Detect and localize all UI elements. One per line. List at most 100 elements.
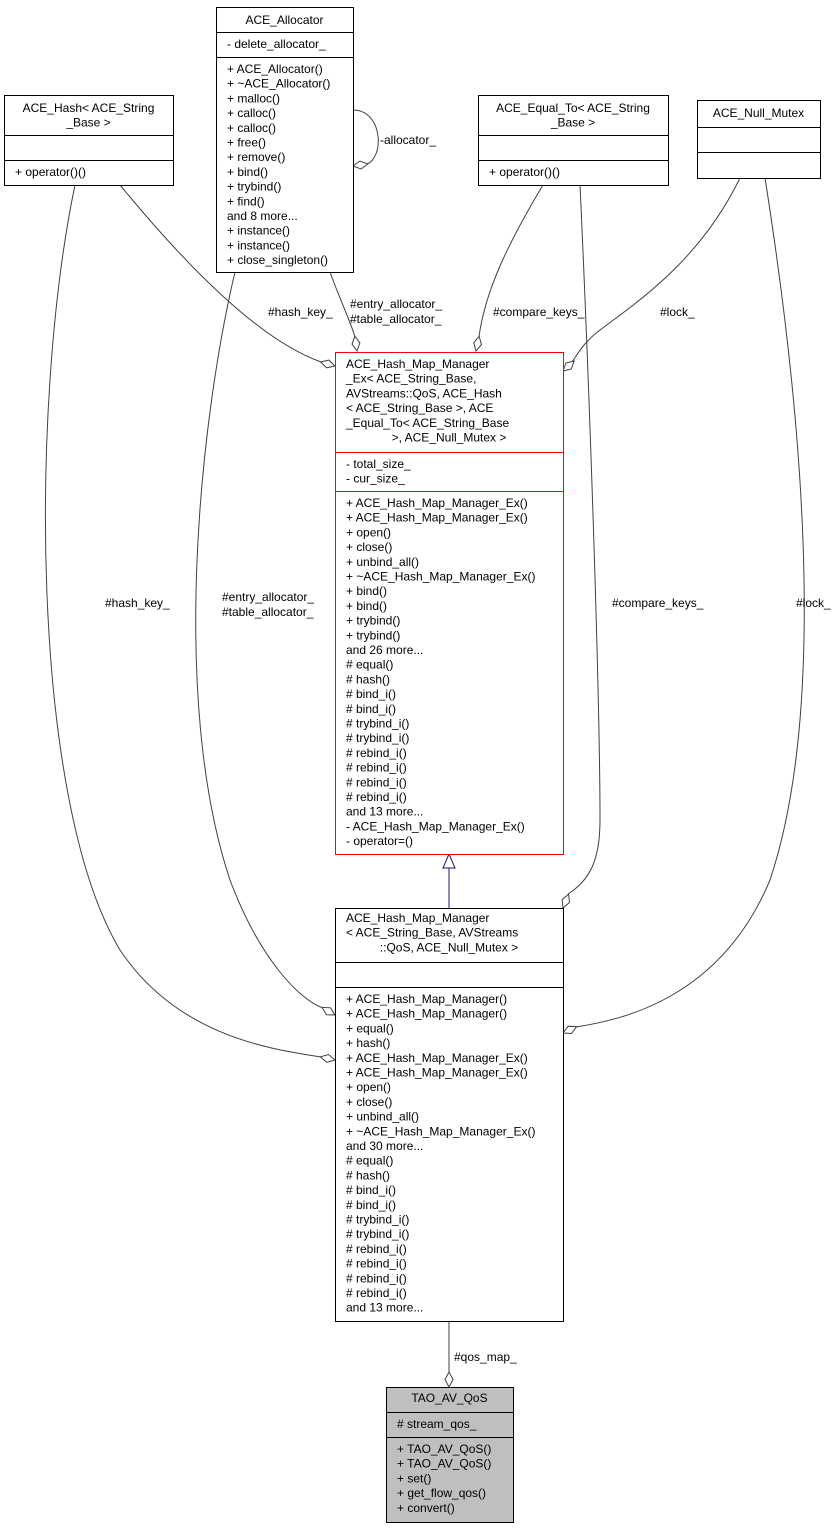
class-method: and 13 more... [346,805,423,819]
edge-mutex-ex [562,177,741,372]
edge-label: #lock_ [796,596,831,610]
class-method: # trybind_i() [346,731,409,745]
class-method: + get_flow_qos() [397,1486,486,1500]
class-attribute: # stream_qos_ [397,1417,477,1431]
class-method: + unbind_all() [346,555,419,569]
class-box-null-mutex[interactable]: ACE_Null_Mutex [697,100,821,179]
usage-line [329,271,356,338]
class-method: + TAO_AV_QoS() [397,1442,491,1456]
usage-line [478,184,544,338]
class-method: + open() [346,525,391,539]
usage-line [567,184,601,895]
class-method: + operator()() [15,165,86,179]
edge-label: #qos_map_ [454,1350,517,1364]
class-method: + ACE_Hash_Map_Manager_Ex() [346,511,528,525]
class-method: + instance() [227,224,290,238]
class-box-frame [335,352,564,855]
class-title: _Base > [550,116,595,130]
class-method: + ACE_Hash_Map_Manager() [346,992,507,1006]
class-method: + close() [346,1095,392,1109]
class-method: # bind_i() [346,1183,396,1197]
class-method: + ACE_Hash_Map_Manager_Ex() [346,1066,528,1080]
class-method: # rebind_i() [346,1242,407,1256]
aggregation-diamond-icon [562,360,575,372]
edge-mutex-mgr [562,177,805,1035]
class-method: + ~ACE_Allocator() [227,77,330,91]
class-method: # rebind_i() [346,775,407,789]
class-box-frame [386,1387,514,1523]
class-method: + trybind() [227,180,281,194]
class-method: + convert() [397,1501,455,1515]
class-method: + close_singleton() [227,253,328,267]
class-method: # trybind_i() [346,1213,409,1227]
class-box-tao-av-qos[interactable]: TAO_AV_QoS # stream_qos_ + TAO_AV_QoS()+ T… [386,1387,514,1523]
class-method: + hash() [346,1036,390,1050]
class-method: # rebind_i() [346,1286,407,1300]
class-title: AVStreams::QoS, ACE_Hash [346,386,502,400]
class-method: + ACE_Allocator() [227,62,323,76]
usage-line [575,177,805,1028]
class-method: + calloc() [227,106,276,120]
class-box-frame [697,100,821,179]
aggregation-diamond-icon [351,335,361,353]
edge-allocator-ex [329,271,361,353]
class-method: + unbind_all() [346,1110,419,1124]
class-method: + open() [346,1080,391,1094]
inheritance-arrow-icon [442,852,456,869]
class-method: + equal() [346,1021,394,1035]
class-title: ACE_Null_Mutex [713,106,804,120]
class-box-manager-ex[interactable]: ACE_Hash_Map_Manager_Ex< ACE_String_Base… [335,352,564,855]
edge-equal-ex [473,184,544,353]
class-method: # bind_i() [346,687,396,701]
edge-ex-mgr [442,852,456,908]
class-method: + free() [227,136,266,150]
class-method: + remove() [227,150,285,164]
class-box-manager[interactable]: ACE_Hash_Map_Manager< ACE_String_Base, A… [335,908,564,1322]
class-method: + instance() [227,238,290,252]
class-title: _Equal_To< ACE_String_Base [345,416,509,430]
class-method: # trybind_i() [346,1227,409,1241]
class-method: - operator=() [346,834,413,848]
class-method: + set() [397,1471,431,1485]
edge-mgr-tao [444,1321,454,1389]
class-title: ::QoS, ACE_Null_Mutex > [380,940,518,954]
class-method: + malloc() [227,91,280,105]
edge-label: #hash_key_ [268,305,333,319]
class-method: + ~ACE_Hash_Map_Manager_Ex() [346,1124,535,1138]
aggregation-diamond-icon [351,160,369,170]
class-box-frame [478,95,669,186]
class-method: # equal() [346,658,393,672]
class-box-frame [4,95,174,186]
class-method: + calloc() [227,121,276,135]
aggregation-diamond-icon [562,1025,578,1035]
usage-line [44,184,322,1058]
edge-label: #compare_keys_ [612,596,704,610]
class-method: # hash() [346,672,390,686]
edge-allocator-self [351,109,379,170]
aggregation-diamond-icon [321,1006,336,1016]
class-method: # trybind_i() [346,717,409,731]
class-box-hash[interactable]: ACE_Hash< ACE_String_Base > + operator()(… [4,95,174,186]
class-method: + operator()() [489,165,560,179]
edge-equal-mgr [561,184,601,909]
class-method: + bind() [346,584,387,598]
class-box-allocator[interactable]: ACE_Allocator- delete_allocator_+ ACE_Al… [216,7,354,273]
class-box-equal-to[interactable]: ACE_Equal_To< ACE_String_Base > + operato… [478,95,669,186]
class-title: TAO_AV_QoS [411,1391,487,1405]
edge-hash-mgr [44,184,337,1063]
edge-label: #entry_allocator_ [350,297,442,311]
edge-label: #table_allocator_ [222,605,314,619]
class-title: ACE_Hash_Map_Manager [346,357,489,371]
edge-labels-layer: -allocator_ #hash_key_ #entry_allocator_ #t… [105,133,831,1364]
class-title: ACE_Hash< ACE_String [23,101,155,115]
class-method: + find() [227,194,265,208]
class-title: ACE_Equal_To< ACE_String [496,101,650,115]
class-method: - ACE_Hash_Map_Manager_Ex() [346,819,525,833]
class-method: # rebind_i() [346,761,407,775]
class-title: _Ex< ACE_String_Base, [345,372,476,386]
class-method: + TAO_AV_QoS() [397,1457,491,1471]
class-title: _Base > [65,116,110,130]
class-method: # equal() [346,1154,393,1168]
edge-label: -allocator_ [380,133,436,147]
